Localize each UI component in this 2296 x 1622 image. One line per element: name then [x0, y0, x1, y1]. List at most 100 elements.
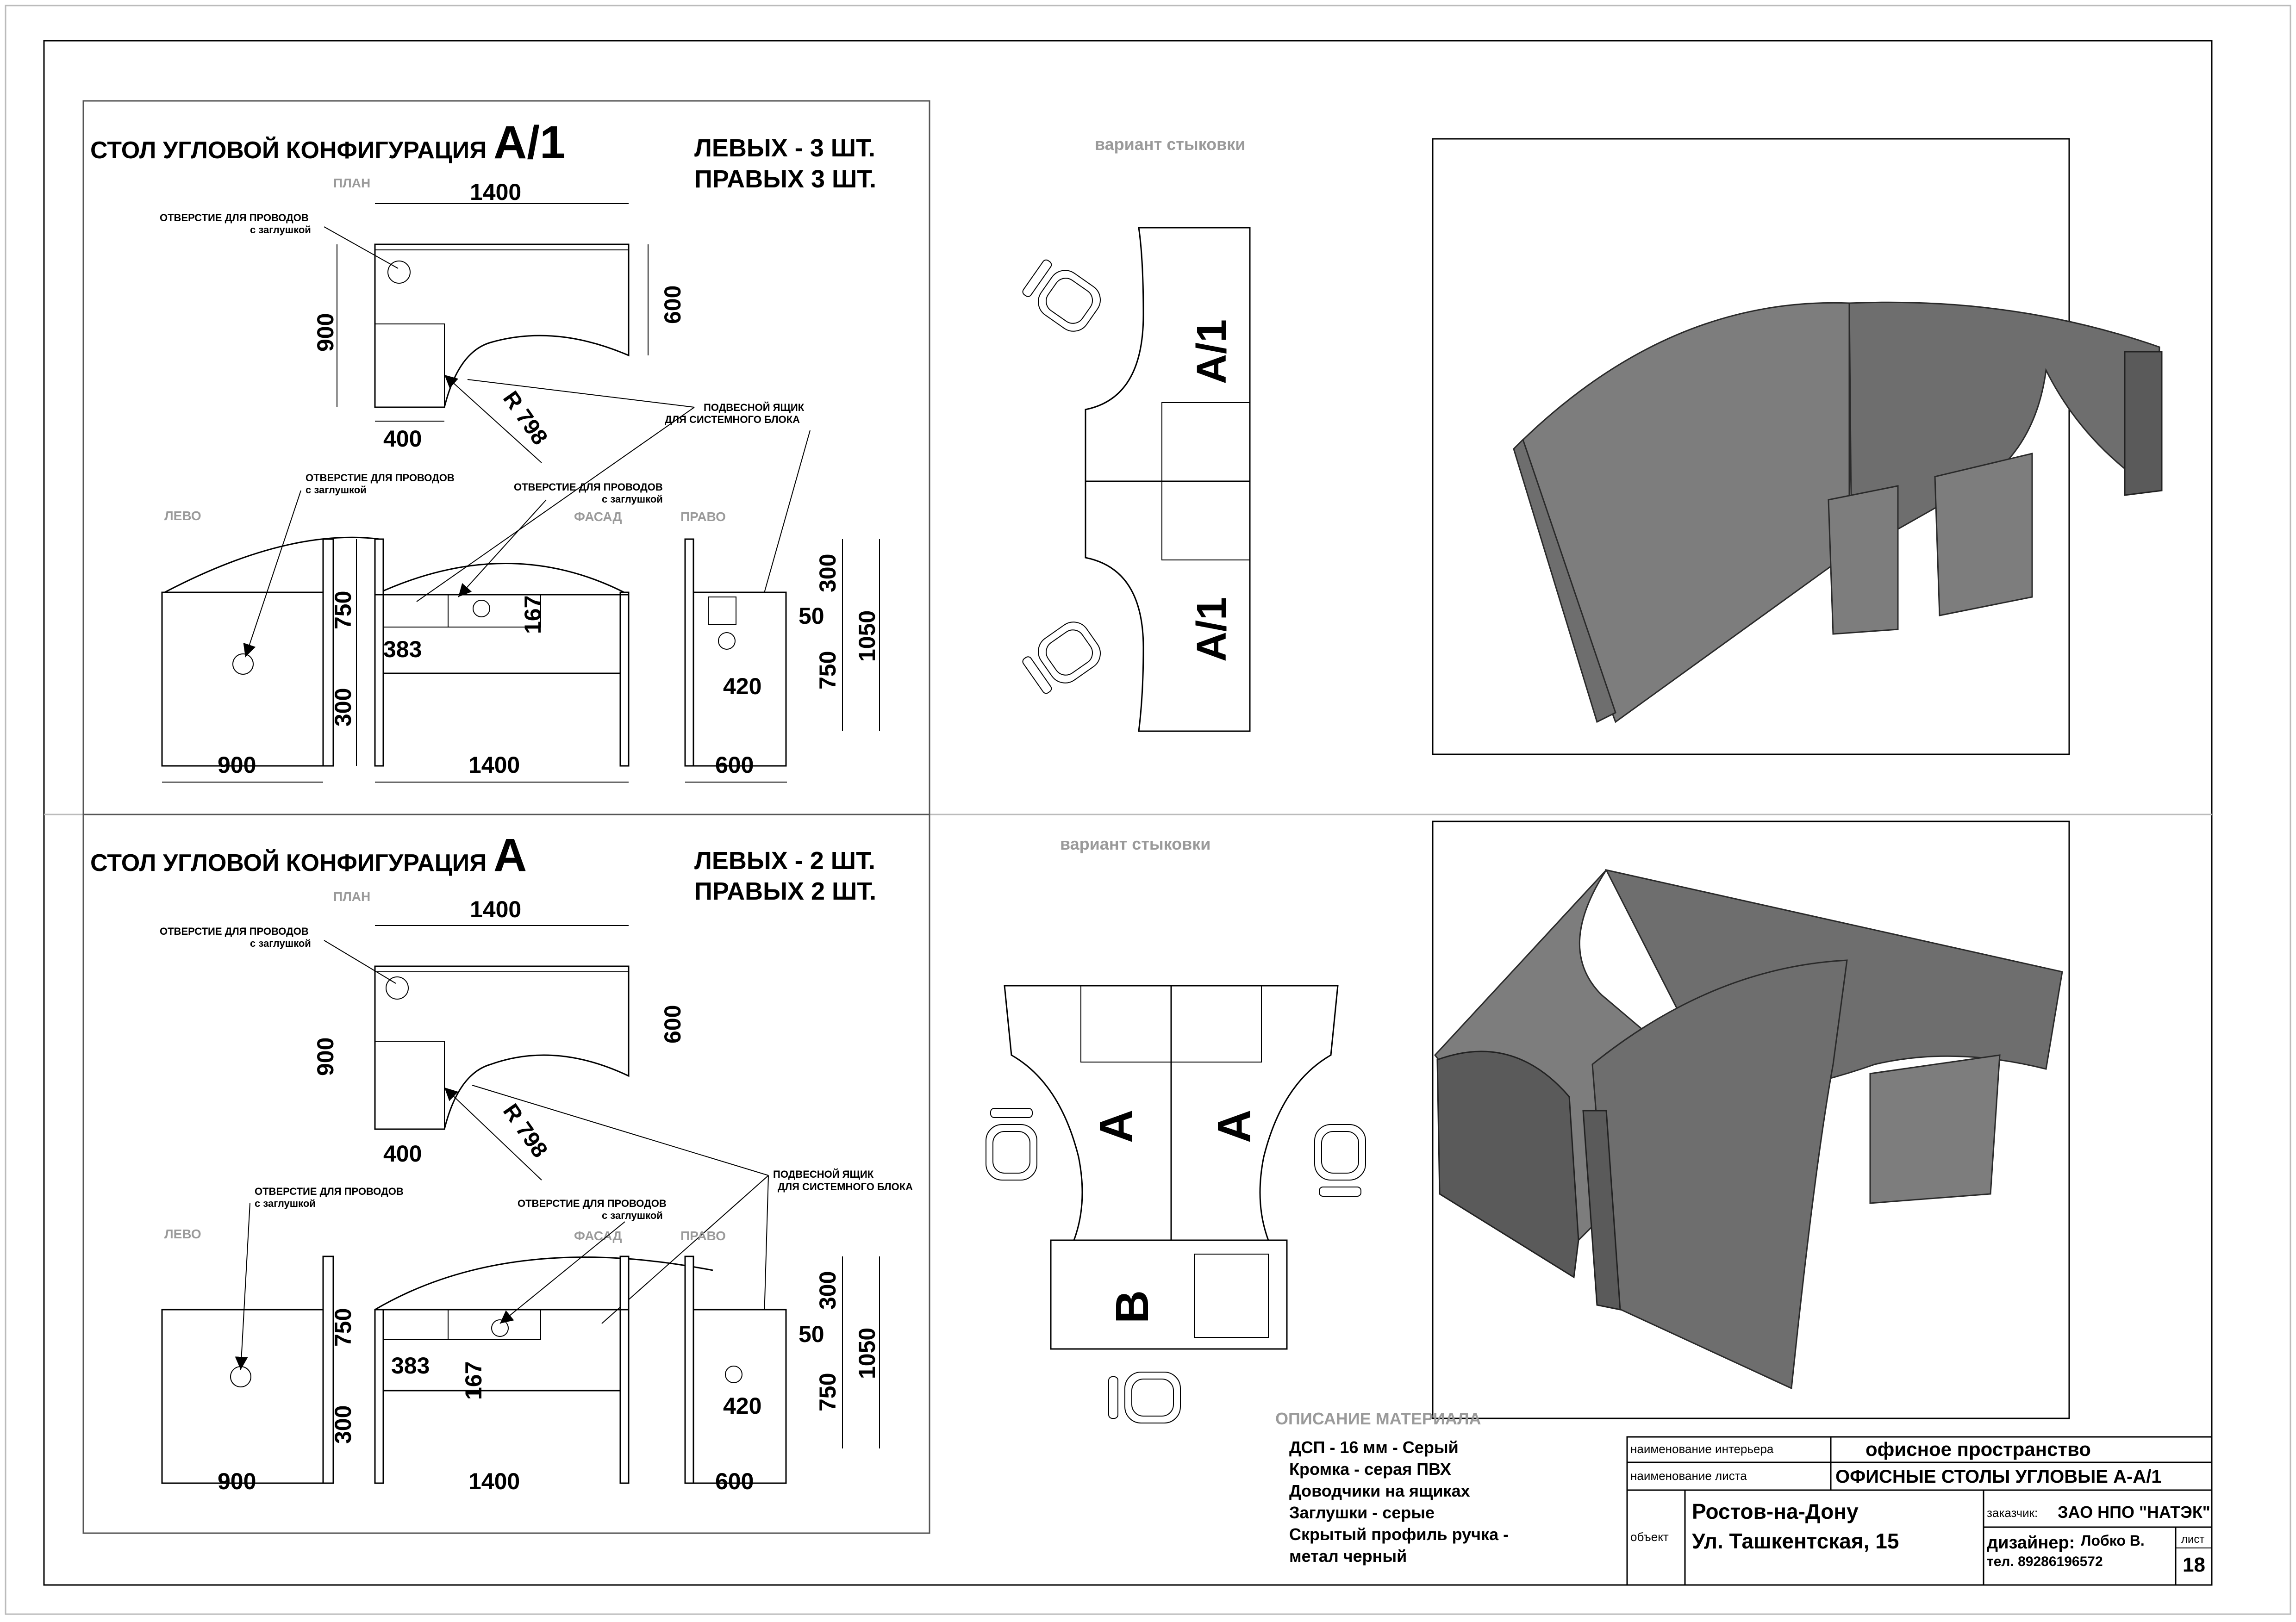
note-hanging-box-a-2: ДЛЯ СИСТЕМНОГО БЛОКА: [778, 1181, 913, 1193]
label-left: ЛЕВО: [164, 509, 201, 523]
chair-icon: [1108, 1372, 1181, 1423]
count-right-a: ПРАВЫХ 2 ШТ.: [694, 877, 876, 905]
stamp-customer-label: заказчик:: [1987, 1506, 2038, 1520]
dim-383-a: 383: [391, 1353, 430, 1379]
chair-icon: [1314, 1124, 1366, 1197]
dim-50: 50: [799, 603, 824, 629]
materials-title: ОПИСАНИЕ МАТЕРИАЛА: [1275, 1409, 1481, 1428]
svg-text:СТОЛ УГЛОВОЙ КОНФИГУРАЦИЯ А/1: СТОЛ УГЛОВОЙ КОНФИГУРАЦИЯ А/1: [90, 117, 566, 168]
count-left-a1: ЛЕВЫХ - 3 ШТ.: [694, 134, 875, 162]
label-plan-a: ПЛАН: [333, 889, 370, 904]
dim-1400-front: 1400: [468, 752, 520, 778]
stamp-interior-label: наименование интерьера: [1630, 1442, 1774, 1456]
chair-icon: [1022, 621, 1101, 694]
note-hanging-box-a: ПОДВЕСНОЙ ЯЩИК: [773, 1168, 874, 1180]
section-a: СТОЛ УГЛОВОЙ КОНФИГУРАЦИЯ А ЛЕВЫХ - 2 ШТ…: [90, 820, 2070, 1494]
title-a1-prefix: СТОЛ УГЛОВОЙ КОНФИГУРАЦИЯ: [90, 137, 487, 164]
dim-300-right-a: 300: [815, 1271, 841, 1310]
title-a-code: А: [493, 829, 527, 881]
material-line: Кромка - серая ПВХ: [1289, 1460, 1451, 1479]
material-line: Скрытый профиль ручка -: [1289, 1525, 1509, 1544]
label-right-a: ПРАВО: [680, 1229, 726, 1243]
note-hanging-box-2: ДЛЯ СИСТЕМНОГО БЛОКА: [665, 414, 800, 425]
dim-600-right: 600: [715, 752, 754, 778]
dim-50-a: 50: [799, 1321, 824, 1347]
stamp-phone: тел. 89286196572: [1987, 1554, 2103, 1569]
dim-1400: 1400: [470, 179, 521, 205]
note-cable-hole-front-a: ОТВЕРСТИЕ ДЛЯ ПРОВОДОВ: [518, 1198, 667, 1209]
note-cable-hole-front: ОТВЕРСТИЕ ДЛЯ ПРОВОДОВ: [514, 481, 663, 493]
dim-420: 420: [723, 673, 761, 699]
dim-1050-a: 1050: [854, 1328, 880, 1379]
desk-label-a-left: А: [1090, 1110, 1142, 1143]
materials-block: ОПИСАНИЕ МАТЕРИАЛА ДСП - 16 мм - Серый К…: [1275, 1409, 1509, 1566]
dim-167-a: 167: [461, 1361, 487, 1400]
count-right-a1: ПРАВЫХ 3 ШТ.: [694, 165, 876, 193]
svg-text:СТОЛ УГЛОВОЙ КОНФИГУРАЦИЯ А: СТОЛ УГЛОВОЙ КОНФИГУРАЦИЯ А: [90, 829, 527, 881]
dim-900-left: 900: [218, 752, 256, 778]
material-line: ДСП - 16 мм - Серый: [1289, 1438, 1459, 1457]
dim-900: 900: [312, 313, 338, 352]
outer-border: [5, 5, 2291, 1615]
stamp-object-label: объект: [1630, 1530, 1669, 1544]
dim-300-left: 300: [330, 688, 356, 727]
material-line: Заглушки - серые: [1289, 1503, 1435, 1522]
chair-icon: [986, 1108, 1037, 1181]
dim-400-a: 400: [383, 1141, 422, 1167]
dim-1050: 1050: [854, 610, 880, 662]
desk-label-a1-top: А/1: [1189, 319, 1235, 384]
desk-label-a1-bottom: А/1: [1189, 597, 1235, 662]
dim-750-left-a: 750: [330, 1308, 356, 1347]
stamp-designer-label: дизайнер:: [1987, 1533, 2075, 1553]
dim-300-right: 300: [815, 554, 841, 592]
stamp-sheet-label: наименование листа: [1630, 1469, 1747, 1483]
stamp-customer-value: ЗАО НПО "НАТЭК": [2058, 1503, 2210, 1522]
label-front-a: ФАСАД: [574, 1229, 622, 1243]
note-hanging-box: ПОДВЕСНОЙ ЯЩИК: [704, 402, 805, 413]
dim-750-right-a: 750: [815, 1373, 841, 1411]
note-cable-hole-left: ОТВЕРСТИЕ ДЛЯ ПРОВОДОВ: [306, 472, 455, 484]
label-plan: ПЛАН: [333, 176, 370, 190]
docking-label-a: вариант стыковки: [1060, 834, 1210, 853]
note-cable-hole-a-2: с заглушкой: [250, 938, 311, 949]
dim-1400-a: 1400: [470, 896, 521, 922]
label-right: ПРАВО: [680, 510, 726, 524]
note-cable-hole-left-2: с заглушкой: [306, 484, 367, 496]
desk-label-b: В: [1106, 1290, 1158, 1324]
note-cable-hole-left-a: ОТВЕРСТИЕ ДЛЯ ПРОВОДОВ: [255, 1186, 404, 1197]
desk-label-a-right: А: [1208, 1110, 1260, 1143]
dim-1400-front-a: 1400: [468, 1468, 520, 1494]
dim-600-right-a: 600: [715, 1468, 754, 1494]
docking-label-a1: вариант стыковки: [1095, 135, 1245, 154]
section-a1: СТОЛ УГЛОВОЙ КОНФИГУРАЦИЯ А/1 ЛЕВЫХ - 3 …: [90, 117, 2163, 783]
panel-a-drawings: [82, 814, 930, 1534]
stamp-street: Ул. Ташкентская, 15: [1692, 1529, 1899, 1553]
label-front: ФАСАД: [574, 510, 622, 524]
note-cable-hole-left-a-2: с заглушкой: [255, 1198, 316, 1209]
title-a-prefix: СТОЛ УГЛОВОЙ КОНФИГУРАЦИЯ: [90, 849, 487, 876]
material-line: метал черный: [1289, 1547, 1407, 1566]
inner-border: [43, 40, 2213, 1586]
dim-400: 400: [383, 426, 422, 452]
note-cable-hole: ОТВЕРСТИЕ ДЛЯ ПРОВОДОВ: [160, 212, 309, 224]
stamp-interior-value: офисное пространство: [1866, 1438, 2091, 1460]
note-cable-hole-front-2: с заглушкой: [602, 493, 663, 505]
stamp-sheet-no-label: лист: [2181, 1533, 2204, 1546]
count-left-a: ЛЕВЫХ - 2 ШТ.: [694, 847, 875, 875]
note-cable-hole-plug: с заглушкой: [250, 224, 311, 236]
material-line: Доводчики на ящиках: [1289, 1481, 1470, 1500]
dim-600-a: 600: [660, 1005, 686, 1044]
dim-750-right: 750: [815, 651, 841, 690]
stamp-designer-value: Лобко В.: [2081, 1532, 2145, 1549]
dim-900-a: 900: [312, 1038, 338, 1076]
cable-hole-icon: [387, 261, 411, 284]
note-cable-hole-front-a-2: с заглушкой: [602, 1210, 663, 1221]
dim-167: 167: [520, 596, 546, 634]
title-a1-code: А/1: [493, 117, 566, 168]
plan-desk-outline: [374, 243, 630, 408]
docking-desk-top: [1085, 227, 1251, 482]
dim-600: 600: [660, 286, 686, 324]
docking-desk-bottom: [1085, 480, 1251, 732]
chair-icon: [1022, 259, 1101, 332]
